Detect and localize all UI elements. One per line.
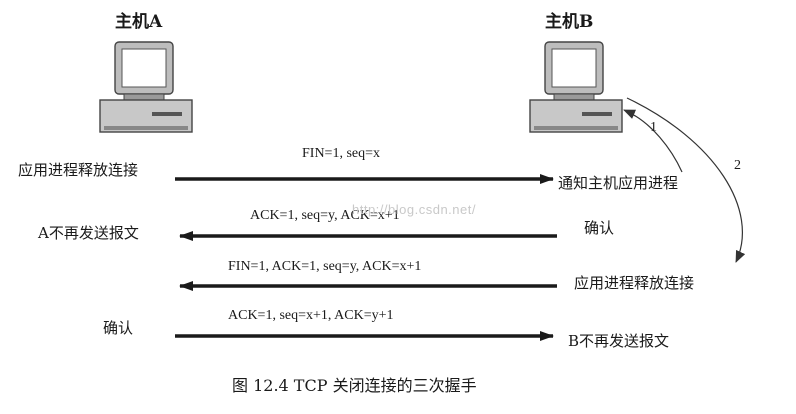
host-b-label: 主机B	[545, 12, 594, 32]
step2-right-label: 确认	[584, 219, 615, 237]
step4-right-label: B不再发送报文	[568, 332, 670, 350]
watermark: http://blog.csdn.net/	[352, 202, 476, 217]
step1-message: FIN=1, seq=x	[302, 146, 381, 161]
step1-right-label: 通知主机应用进程	[558, 174, 679, 192]
step3-message: FIN=1, ACK=1, seq=y, ACK=x+1	[228, 259, 422, 274]
curved-arrow-2-label: 2	[734, 158, 741, 173]
step1-left-label: 应用进程释放连接	[18, 161, 139, 179]
step2-message: ACK=1, seq=y, ACK=x+1	[250, 208, 400, 223]
curved-arrow-2	[626, 97, 746, 263]
computer-b-icon	[529, 41, 623, 133]
step3-right-label: 应用进程释放连接	[574, 274, 695, 292]
step4-left-label: 确认	[103, 319, 134, 337]
host-a-label: 主机A	[115, 12, 163, 32]
figure-caption: 图 12.4 TCP 关闭连接的三次握手	[232, 376, 477, 395]
step4-message: ACK=1, seq=x+1, ACK=y+1	[228, 308, 394, 323]
step2-left-label: A不再发送报文	[38, 224, 139, 242]
curved-arrow-1-label: 1	[650, 120, 657, 135]
computer-a-icon	[99, 41, 193, 133]
curved-arrow-1	[623, 109, 683, 173]
